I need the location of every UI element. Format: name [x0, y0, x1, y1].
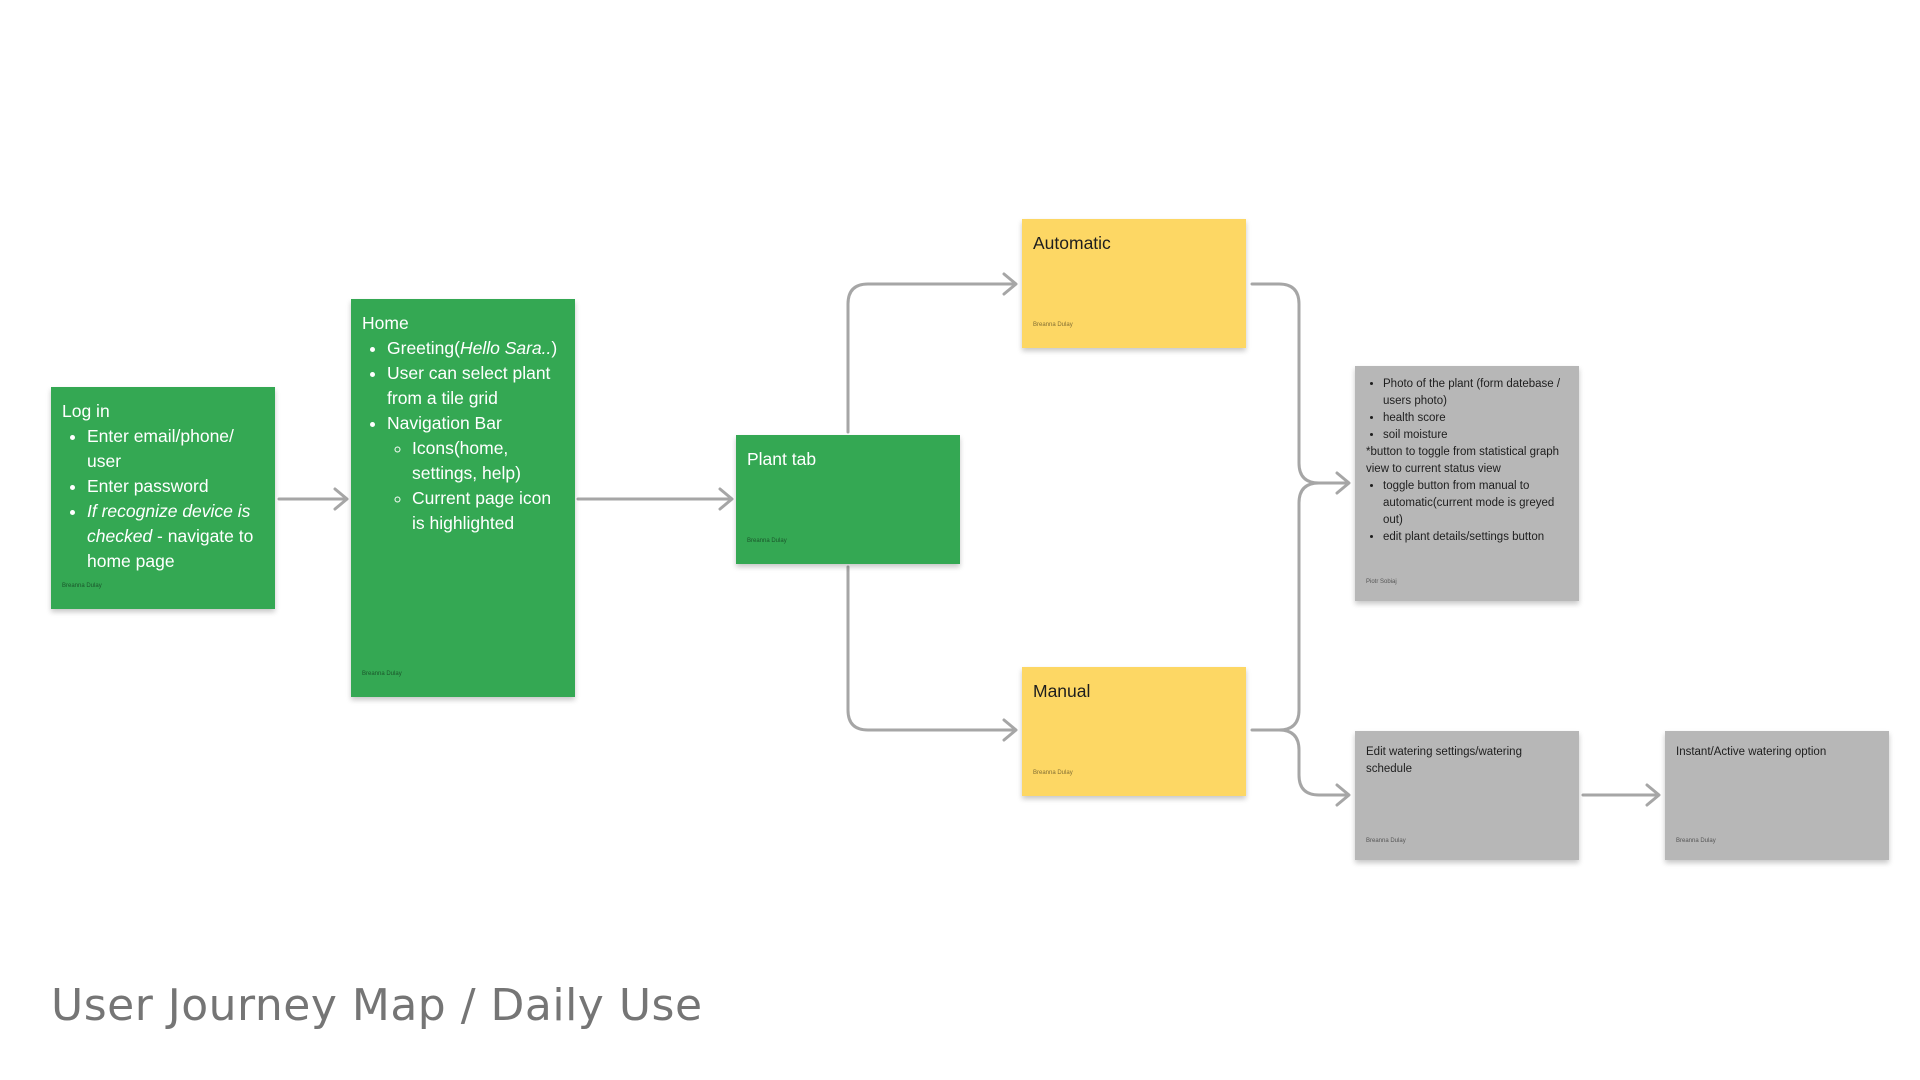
instant-watering-author: Breanna Dulay	[1676, 838, 1716, 844]
connector-planttab-automatic	[846, 282, 1016, 434]
login-item-email: Enter email/phone/ user	[87, 424, 265, 474]
home-item-nav-label: Navigation Bar	[387, 413, 502, 433]
home-list: Greeting(Hello Sara..) User can select p…	[362, 336, 565, 536]
login-item-password: Enter password	[87, 474, 265, 499]
home-sub-icons: Icons(home, settings, help)	[412, 436, 565, 486]
login-item-recognize: If recognize device is checked - navigat…	[87, 499, 265, 574]
login-heading: Log in	[62, 401, 110, 421]
arrowhead-edit	[1335, 783, 1351, 807]
home-item-select: User can select plant from a tile grid	[387, 361, 565, 411]
instant-watering-text: Instant/Active watering option	[1676, 746, 1827, 758]
home-heading: Home	[362, 313, 409, 333]
details-item-moisture: soil moisture	[1383, 427, 1568, 444]
details-item-photo: Photo of the plant (form datebase / user…	[1383, 376, 1568, 410]
details-toggle-note: *button to toggle from statistical graph…	[1366, 446, 1560, 475]
connector-planttab-manual	[846, 565, 1016, 732]
arrowhead-details	[1335, 471, 1351, 495]
arrowhead-home-planttab	[718, 487, 734, 511]
page-title: User Journey Map / Daily Use	[51, 980, 703, 1031]
details-list-bottom: toggle button from manual to automatic(c…	[1366, 478, 1568, 546]
automatic-author: Breanna Dulay	[1033, 322, 1073, 328]
home-item-nav: Navigation Bar Icons(home, settings, hel…	[387, 411, 565, 536]
arrowhead-planttab-automatic	[1002, 272, 1018, 296]
login-item-recognize-italic: If recognize device is checked	[87, 501, 251, 546]
instant-watering-note: Instant/Active watering option Breanna D…	[1665, 731, 1889, 860]
edit-watering-note: Edit watering settings/watering schedule…	[1355, 731, 1579, 860]
connector-manual-details	[1250, 481, 1349, 732]
home-greeting-prefix: Greeting(	[387, 338, 460, 358]
details-item-health: health score	[1383, 410, 1568, 427]
arrowhead-planttab-manual	[1002, 718, 1018, 742]
planttab-author: Breanna Dulay	[747, 538, 787, 544]
arrowhead-instant	[1645, 783, 1661, 807]
manual-author: Breanna Dulay	[1033, 770, 1073, 776]
details-item-toggle: toggle button from manual to automatic(c…	[1383, 478, 1568, 529]
home-note: Home Greeting(Hello Sara..) User can sel…	[351, 299, 575, 697]
login-note: Log in Enter email/phone/ user Enter pas…	[51, 387, 275, 609]
planttab-note: Plant tab Breanna Dulay	[736, 435, 960, 564]
edit-watering-text: Edit watering settings/watering schedule	[1366, 746, 1522, 775]
manual-note: Manual Breanna Dulay	[1022, 667, 1246, 796]
details-list-top: Photo of the plant (form datebase / user…	[1366, 376, 1568, 444]
login-author: Breanna Dulay	[62, 583, 102, 589]
edit-watering-author: Breanna Dulay	[1366, 838, 1406, 844]
connector-automatic-details	[1250, 282, 1349, 485]
details-note: Photo of the plant (form datebase / user…	[1355, 366, 1579, 601]
details-item-edit: edit plant details/settings button	[1383, 529, 1568, 546]
connector-manual-edit	[1277, 728, 1349, 797]
manual-heading: Manual	[1033, 681, 1091, 701]
home-sub-current: Current page icon is highlighted	[412, 486, 565, 536]
planttab-heading: Plant tab	[747, 449, 817, 469]
login-list: Enter email/phone/ user Enter password I…	[62, 424, 265, 574]
automatic-heading: Automatic	[1033, 233, 1111, 253]
home-author: Breanna Dulay	[362, 671, 402, 677]
details-author: Piotr Sobiaj	[1366, 579, 1397, 585]
login-item-recognize-rest: - navigate to home page	[87, 526, 254, 571]
automatic-note: Automatic Breanna Dulay	[1022, 219, 1246, 348]
home-item-greeting: Greeting(Hello Sara..)	[387, 336, 565, 361]
home-greeting-suffix: )	[551, 338, 558, 358]
arrowhead-login-home	[333, 487, 349, 511]
home-nav-sublist: Icons(home, settings, help) Current page…	[387, 436, 565, 536]
home-greeting-italic: Hello Sara..	[459, 338, 552, 358]
